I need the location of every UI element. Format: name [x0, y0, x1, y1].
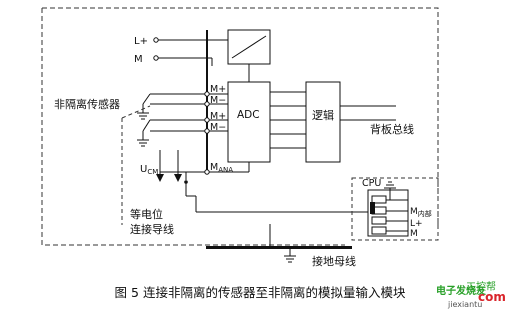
label-cpu-m-internal: M内部 — [410, 207, 432, 218]
label-mana-sub: ANA — [218, 166, 233, 174]
watermark-site-com: com — [478, 290, 506, 304]
label-ucm-main: U — [140, 164, 147, 175]
ground-bus-bar — [206, 246, 352, 249]
adc-block — [227, 81, 271, 163]
label-ground-bus: 接地母线 — [312, 254, 356, 268]
equipotential-wire — [186, 195, 383, 213]
cpu-enclosure-dashed — [351, 177, 439, 241]
ucm-reference-lines — [156, 150, 205, 196]
watermark-site: 工控帮 — [466, 278, 496, 293]
watermark-domain: jiexiantu — [448, 300, 482, 309]
label-ucm: UCM — [140, 164, 158, 176]
label-equipotential-2: 连接导线 — [130, 222, 174, 236]
logic-block — [305, 81, 341, 163]
label-cpu-m-internal-sub: 内部 — [418, 209, 432, 218]
watermark-site-cn: 工控帮 — [466, 282, 496, 293]
label-cpu: CPU — [362, 178, 381, 189]
label-in1-minus: M− — [210, 122, 226, 133]
sensor-1-wiring — [137, 93, 205, 120]
label-in0-minus: M− — [210, 95, 226, 106]
label-mana-main: M — [210, 162, 218, 173]
sensor-2-wiring — [137, 119, 205, 147]
label-in0-plus: M+ — [210, 84, 226, 95]
supply-terminals — [153, 37, 228, 66]
input-terminals — [204, 91, 250, 175]
watermark-logo-text: 电子发烧友 — [436, 282, 486, 297]
watermark-brand: 电子发烧友 — [436, 286, 486, 297]
label-cpu-l-plus: L+ — [410, 219, 423, 229]
label-sensor-group: 非隔离传感器 — [54, 97, 120, 111]
label-cpu-m-internal-main: M — [410, 207, 418, 217]
watermark-site-domain: jiexiantu — [448, 300, 483, 309]
label-adc: ADC — [237, 109, 260, 121]
dc-converter-box — [227, 29, 271, 65]
label-m-supply: M — [134, 54, 143, 65]
label-cpu-m: M — [410, 229, 418, 239]
terminal-strip — [206, 30, 208, 170]
label-backplane: 背板总线 — [370, 122, 414, 136]
figure-caption: 图 5 连接非隔离的传感器至非隔离的模拟量输入模块 — [114, 285, 406, 300]
sensor-enclosure-dashed — [121, 105, 151, 225]
label-in1-plus: M+ — [210, 111, 226, 122]
label-mana: MANA — [210, 162, 233, 174]
module-boundary-dashed — [41, 7, 439, 246]
label-logic: 逻辑 — [312, 108, 334, 122]
label-equipotential-1: 等电位 — [130, 207, 163, 221]
cpu-terminal-block — [367, 181, 409, 237]
watermark-com: com — [478, 290, 506, 304]
adc-logic-bus — [270, 91, 306, 149]
label-ucm-sub: CM — [147, 168, 158, 176]
label-l-plus: L+ — [134, 36, 148, 47]
